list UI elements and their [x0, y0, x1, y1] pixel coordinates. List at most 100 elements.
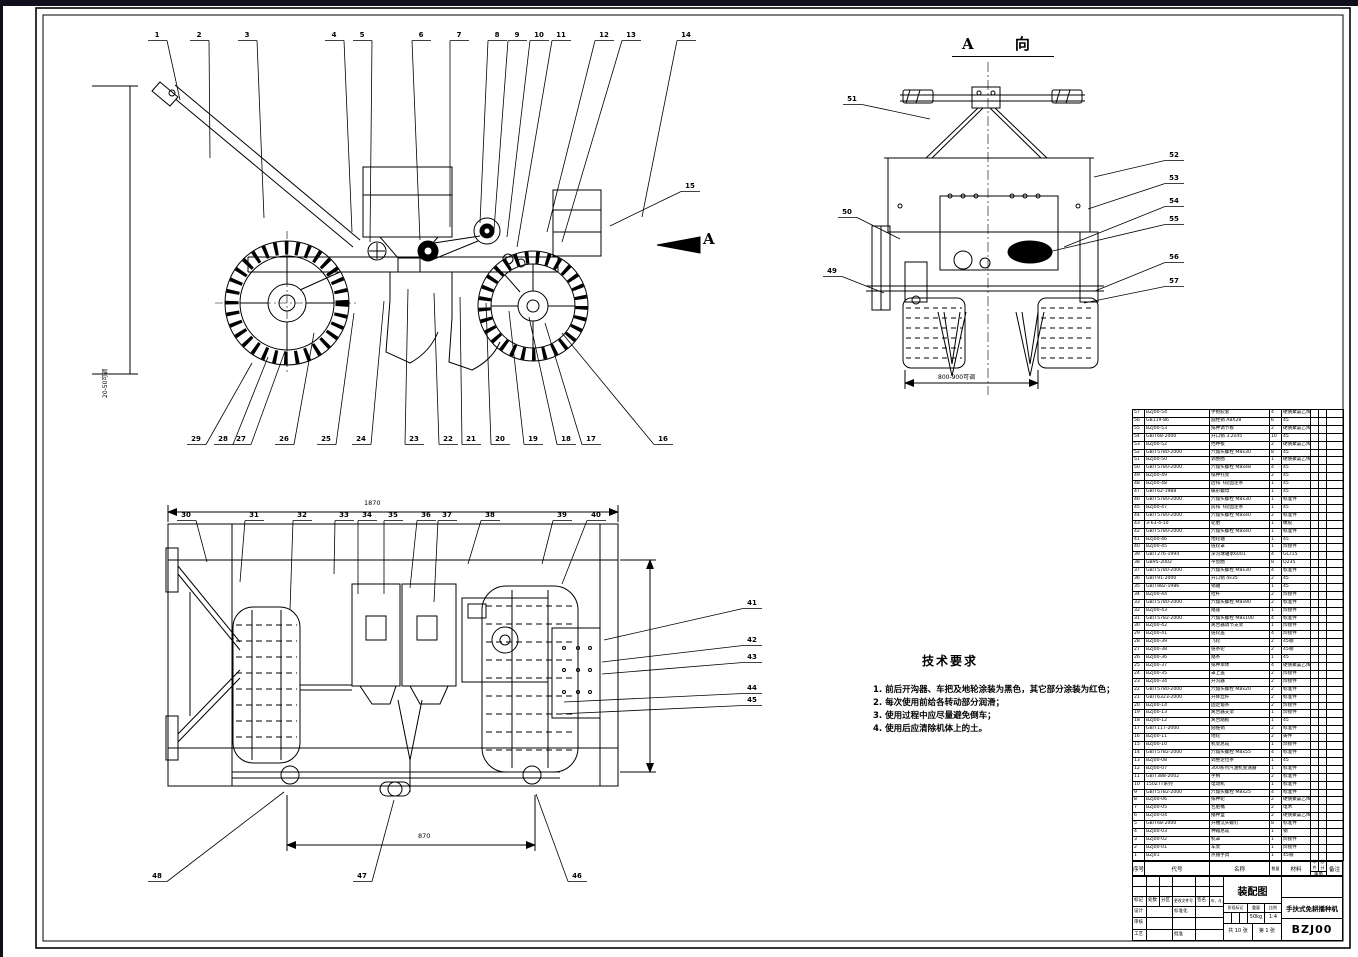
callout-35: 35 — [388, 511, 398, 519]
bom-cell — [1310, 741, 1319, 750]
bom-cell: 链轮盖 — [1209, 630, 1270, 640]
bom-cell: BZJ00-46 — [1144, 535, 1210, 545]
tb-product-name: 手扶式免耕播种机 — [1281, 897, 1343, 919]
bom-cell — [1326, 788, 1344, 798]
bom-cell — [1318, 788, 1327, 798]
bom-cell — [1318, 527, 1327, 537]
bom-cell — [1310, 527, 1319, 537]
bom-cell: 300系列汽油机变速器 — [1209, 764, 1270, 774]
bom-header-weight-group: 单件 总计 重量 — [1311, 858, 1327, 878]
bom-cell: 1 — [1269, 654, 1282, 663]
tb-cell — [1146, 929, 1173, 941]
bom-cell — [1326, 519, 1344, 529]
bom-cell: 45 — [1281, 464, 1311, 474]
bom-cell: 1 — [1269, 456, 1282, 466]
bom-cell: 焊接件 — [1281, 630, 1311, 640]
callout-29: 29 — [191, 435, 201, 443]
bom-cell: 51 — [1132, 456, 1145, 466]
bom-cell: 23 — [1132, 677, 1145, 687]
bom-cell: 标准件 — [1281, 693, 1311, 703]
bom-cell: 9 — [1132, 788, 1145, 798]
bom-header-qty: 数量 — [1270, 862, 1282, 875]
bom-cell — [1318, 503, 1327, 513]
bom-cell: 45 — [1281, 582, 1311, 592]
bom-cell — [1310, 630, 1319, 640]
bom-cell: 圆锥销 — [1209, 725, 1270, 735]
bom-cell — [1310, 638, 1319, 648]
bom-cell: BZJ00-54 — [1144, 409, 1210, 418]
bom-cell: 六角头螺栓 M8x55 — [1209, 748, 1270, 758]
bom-cell: GB119-86 — [1144, 416, 1210, 426]
bom-cell: 47 — [1132, 488, 1145, 497]
bom-cell — [1318, 733, 1327, 743]
callout-39: 39 — [557, 511, 567, 519]
bom-cell: BZJ00-39 — [1144, 638, 1210, 648]
bom-cell: 开槽沉头螺钉 — [1209, 820, 1270, 830]
bom-cell — [1326, 511, 1344, 521]
bom-cell: 4 — [1269, 567, 1282, 577]
bom-cell: 标准件 — [1281, 748, 1311, 758]
bom-cell — [1310, 480, 1319, 490]
callout-48: 48 — [152, 872, 162, 880]
bom-cell: 57 — [1132, 409, 1145, 418]
bom-cell: 28 — [1132, 638, 1145, 648]
bom-cell: 53 — [1132, 440, 1145, 450]
bom-cell: BZJ00-50 — [1144, 456, 1210, 466]
bom-cell — [1326, 662, 1344, 671]
callout-8: 8 — [494, 31, 500, 39]
bom-cell: 45 — [1281, 717, 1311, 727]
callout-46: 46 — [572, 872, 582, 880]
bom-cell — [1318, 551, 1327, 561]
bom-header-material: 材料 — [1282, 862, 1311, 875]
bom-cell: 26 — [1132, 654, 1145, 663]
bom-cell: 4 — [1269, 409, 1282, 418]
bom-cell: 3 — [1132, 835, 1145, 845]
bom-cell — [1310, 796, 1319, 806]
bom-cell: 43 — [1132, 519, 1145, 529]
bom-cell — [1326, 709, 1344, 719]
top-view — [165, 505, 656, 851]
bom-cell: 标准件 — [1281, 527, 1311, 537]
bom-cell — [1326, 669, 1344, 679]
bom-cell: Q235 — [1281, 559, 1311, 569]
bom-cell: 包肥桶 — [1209, 804, 1270, 814]
bom-cell: 48 — [1132, 480, 1145, 490]
bom-cell: 44 — [1132, 511, 1145, 521]
bom-cell — [1318, 741, 1327, 750]
bom-cell — [1326, 598, 1344, 608]
bom-cell — [1326, 780, 1344, 790]
bom-cell — [1318, 772, 1327, 782]
bom-cell — [1318, 567, 1327, 577]
bom-cell — [1318, 669, 1327, 679]
bom-cell: 2 — [1269, 646, 1282, 656]
bom-cell: BZJ00-12 — [1144, 717, 1210, 727]
bom-cell: 六角头螺栓 M8x20 — [1209, 685, 1270, 695]
bom-cell — [1310, 772, 1319, 782]
bom-cell: GB/T5780-2000 — [1144, 464, 1210, 474]
bom-cell — [1326, 559, 1344, 569]
callout-43: 43 — [747, 653, 757, 661]
bom-cell — [1310, 432, 1319, 442]
bom-header-name: 名称 — [1210, 862, 1270, 875]
bom-cell: 1 — [1269, 622, 1282, 632]
bom-cell: 六角头螺栓 M8x30 — [1209, 567, 1270, 577]
callout-50: 50 — [842, 208, 852, 216]
bom-cell — [1326, 796, 1344, 806]
bom-cell: GB95-2002 — [1144, 559, 1210, 569]
bom-cell — [1318, 638, 1327, 648]
callout-13: 13 — [626, 31, 636, 39]
bom-cell: 55 — [1132, 424, 1145, 434]
bom-cell: 平垫圈 — [1209, 559, 1270, 569]
bom-cell: BZJ00-49 — [1144, 472, 1210, 482]
bom-cell: 轮胎 — [1209, 519, 1270, 529]
callout-14: 14 — [681, 31, 691, 39]
bom-cell: 20 — [1132, 701, 1145, 711]
